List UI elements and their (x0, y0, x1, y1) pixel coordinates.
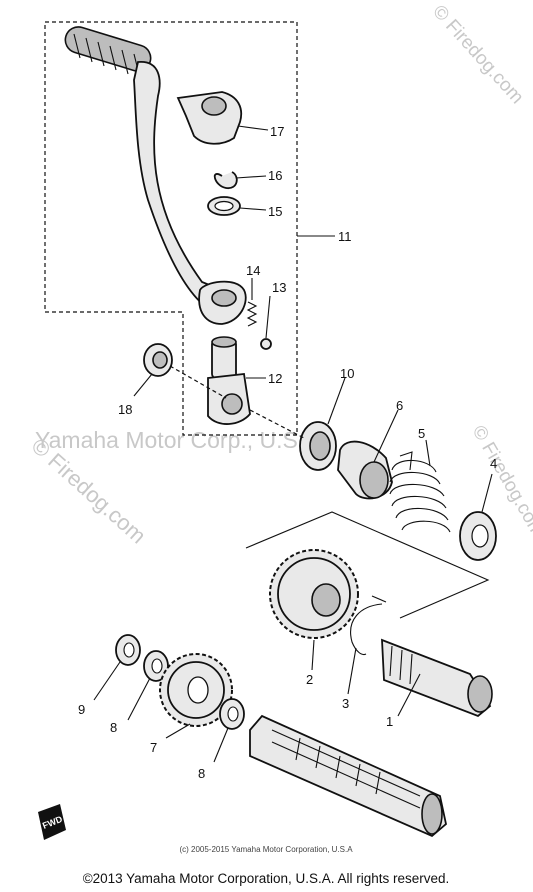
part-18 (133, 343, 227, 399)
part-8-lower (213, 698, 245, 763)
callout-10: 10 (340, 366, 354, 381)
watermark-center: Yamaha Motor Corp., U.S.A. (35, 427, 326, 453)
part-1 (381, 638, 493, 718)
part-15 (207, 196, 267, 216)
callout-6: 6 (396, 398, 403, 413)
part-10 (249, 377, 346, 471)
callout-11: 11 (338, 229, 352, 244)
callout-16: 16 (268, 168, 282, 183)
part-9 (93, 634, 141, 701)
callout-17: 17 (270, 124, 284, 139)
callout-1: 1 (386, 714, 393, 729)
callout-8-upper: 8 (110, 720, 117, 735)
part-12 (207, 336, 266, 425)
part-8-upper (127, 650, 169, 721)
part-5 (389, 439, 451, 533)
callout-2: 2 (306, 672, 313, 687)
part-14 (246, 278, 258, 327)
callout-9: 9 (78, 702, 85, 717)
copyright-main: ©2013 Yamaha Motor Corporation, U.S.A. A… (83, 871, 450, 886)
callout-4: 4 (490, 456, 497, 471)
part-2 (269, 549, 359, 671)
callout-7: 7 (150, 740, 157, 755)
fwd-arrow-icon: FWD (38, 804, 66, 840)
callout-8-lower: 8 (198, 766, 205, 781)
part-3 (347, 595, 387, 695)
part-6 (337, 409, 399, 500)
subassembly-frame (245, 511, 490, 619)
part-7 (159, 653, 233, 739)
copyright-small: (c) 2005-2015 Yamaha Motor Corporation, … (179, 845, 353, 854)
part-4 (459, 473, 497, 561)
part-17 (176, 91, 269, 145)
callout-14: 14 (246, 263, 260, 278)
callout-13: 13 (272, 280, 286, 295)
callout-3: 3 (342, 696, 349, 711)
watermark-top-right: © Firedog.com (428, 1, 527, 108)
part-13 (260, 295, 272, 350)
kick-crank (64, 26, 247, 325)
callout-18: 18 (118, 402, 132, 417)
callout-5: 5 (418, 426, 425, 441)
assembly-boundary (44, 21, 298, 436)
shaft (249, 714, 447, 838)
callout-12: 12 (268, 371, 282, 386)
callout-15: 15 (268, 204, 282, 219)
part-16 (213, 171, 267, 189)
